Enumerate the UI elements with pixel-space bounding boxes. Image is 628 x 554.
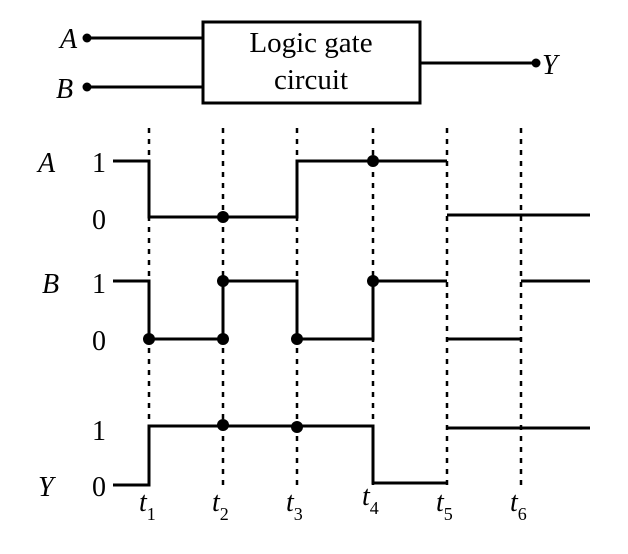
- time-marker-labels: t1 t2 t3 t4 t5 t6: [139, 481, 527, 524]
- input-a-terminal: [82, 33, 92, 43]
- signal-b-point-t2-low: [217, 333, 229, 345]
- logic-gate-box-line1: Logic gate: [249, 27, 372, 59]
- signal-y-waveform: [113, 424, 447, 487]
- input-a-label: A: [58, 24, 78, 55]
- time-marker-label-t3: t3: [286, 487, 303, 524]
- signal-b-point-t3: [291, 333, 303, 345]
- signal-a-waveform: [113, 159, 447, 219]
- output-y-label: Y: [542, 50, 561, 81]
- signal-b-low-label: 0: [92, 326, 106, 357]
- signal-a-point-t2: [217, 211, 229, 223]
- input-b-label: B: [56, 74, 73, 105]
- signal-y-point-t2: [217, 419, 229, 431]
- time-marker-label-t2: t2: [212, 487, 229, 524]
- input-b-terminal: [82, 82, 92, 92]
- circuit-block: Logic gate circuit A B Y: [56, 20, 561, 105]
- time-marker-lines: [147, 128, 523, 490]
- signal-a-low-label: 0: [92, 205, 106, 236]
- logic-gate-box-line2: circuit: [274, 64, 348, 96]
- output-y-terminal: [531, 58, 541, 68]
- signal-b-label: B: [42, 269, 59, 300]
- signal-b-high-label: 1: [92, 269, 106, 300]
- signal-a-label: A: [36, 148, 56, 179]
- signal-b: B 1 0: [42, 269, 590, 357]
- time-marker-label-t5: t5: [436, 487, 453, 524]
- signal-y-low-label: 0: [92, 472, 106, 503]
- signal-a: A 1 0: [36, 148, 590, 236]
- logic-gate-box: [201, 20, 422, 105]
- signal-b-point-t1: [143, 333, 155, 345]
- signal-b-waveform: [113, 279, 447, 341]
- time-marker-label-t6: t6: [510, 487, 527, 524]
- signal-y-label: Y: [38, 472, 57, 503]
- time-marker-label-t4: t4: [362, 481, 379, 518]
- time-marker-label-t1: t1: [139, 487, 156, 524]
- signal-a-point-t4: [367, 155, 379, 167]
- signal-y-point-t3: [291, 421, 303, 433]
- signal-b-point-t2-high: [217, 275, 229, 287]
- signal-a-high-label: 1: [92, 148, 106, 179]
- signal-b-point-t4: [367, 275, 379, 287]
- signal-y: 1 Y 0: [38, 416, 590, 503]
- signal-y-high-label: 1: [92, 416, 106, 447]
